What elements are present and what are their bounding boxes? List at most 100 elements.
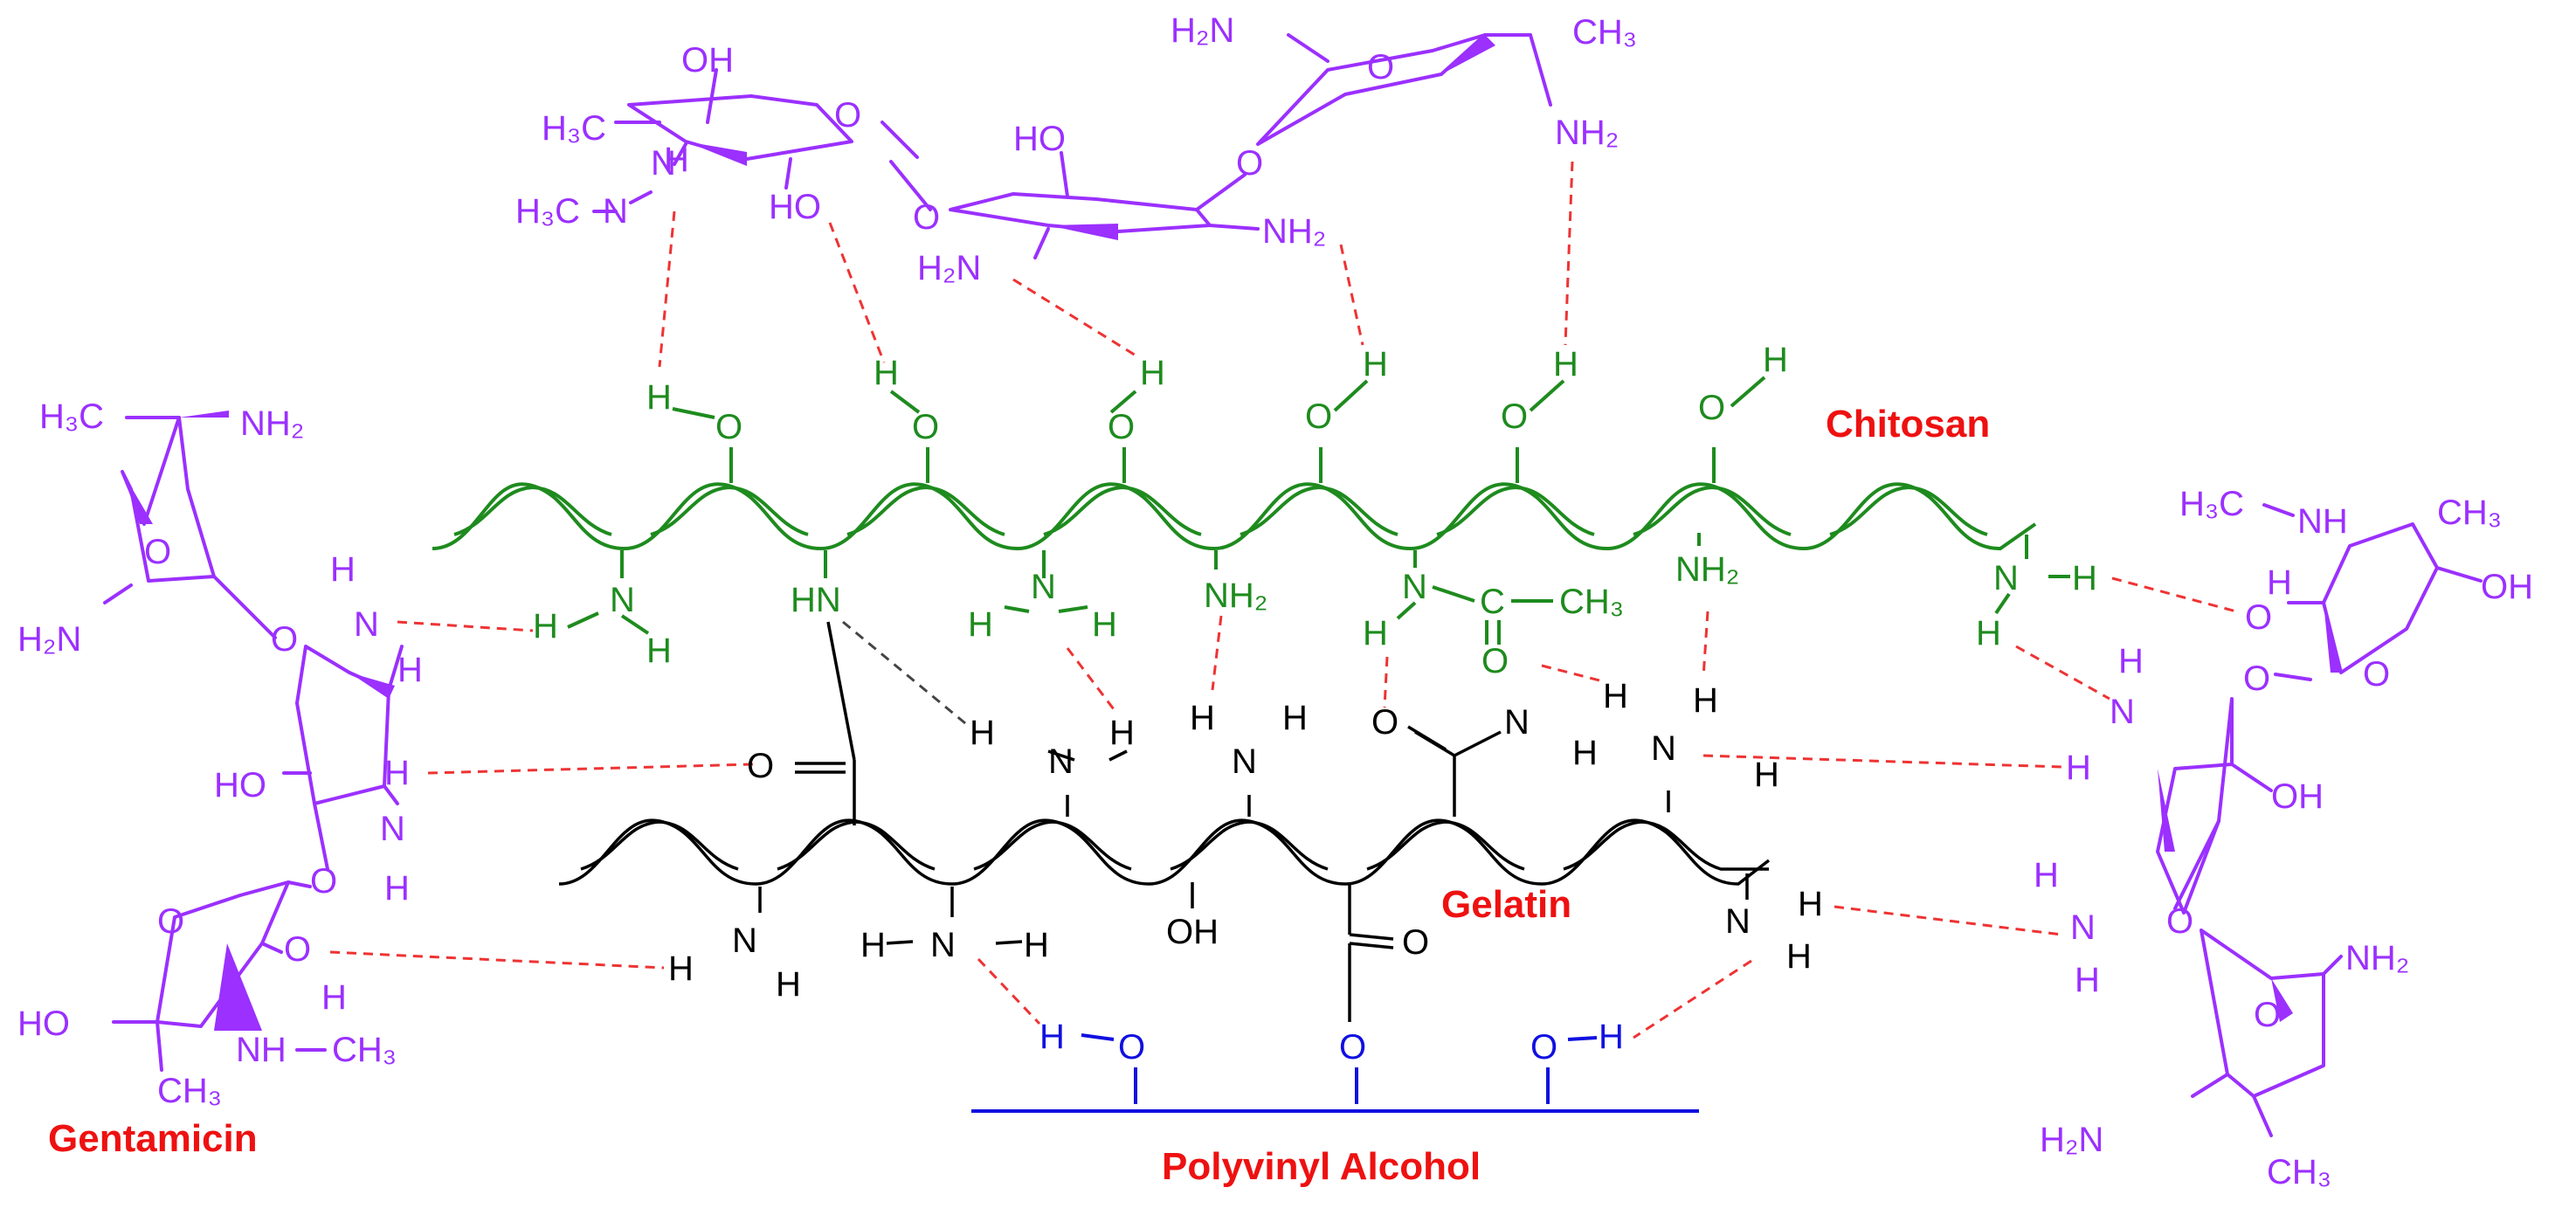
hbond-line <box>658 211 676 368</box>
hbond-line <box>1339 244 1364 346</box>
gentamicin-atom: H <box>321 978 347 1017</box>
gelatin-atom: H <box>1109 714 1135 752</box>
pva-atom: O <box>1339 1028 1366 1067</box>
gentamicin-atom: H <box>2066 749 2091 787</box>
chitosan-atom: H <box>2072 559 2097 597</box>
gentamicin-atom: CH₃ <box>2437 494 2502 532</box>
gelatin-bond <box>886 940 914 945</box>
hbond-line <box>397 620 534 632</box>
ring-bond <box>2191 1073 2229 1098</box>
gentamicin-atom: H <box>2034 856 2059 894</box>
chitosan-atom: O <box>1698 389 1725 427</box>
gelatin-title: Gelatin <box>1441 883 1571 926</box>
gelatin-atom: OH <box>1166 913 1219 951</box>
hbond-line <box>842 620 966 725</box>
ring-bond <box>103 583 133 604</box>
ring-bond <box>387 645 404 692</box>
chitosan-bond <box>567 611 599 629</box>
ring-bond <box>1033 227 1050 259</box>
chitosan-atom: N <box>1402 568 1427 606</box>
chitosan-atom: H <box>1092 605 1117 644</box>
ring-bond <box>295 645 390 805</box>
gentamicin-atom: O <box>144 533 171 571</box>
gelatin-molecule: O H N H H N H O N H H H N H N H H H N H … <box>558 621 1823 1022</box>
gentamicin-left: H₃C NH₂ O H₂N O H N H HO H N H O O O H <box>17 397 423 1160</box>
ring-wedge <box>1048 224 1118 240</box>
ring-bond <box>2322 955 2343 976</box>
gentamicin-atom: O <box>271 620 298 659</box>
gelatin-bond <box>1349 933 1394 941</box>
chitosan-atom: H <box>1140 354 1165 392</box>
gentamicin-atom: N <box>2070 908 2096 947</box>
gelatin-atom: H <box>1024 926 1049 964</box>
chitosan-bond <box>1529 379 1565 412</box>
gentamicin-atom: HO <box>769 188 821 226</box>
ring-wedge <box>1441 35 1495 74</box>
gentamicin-atom: HO <box>1013 120 1066 158</box>
chitosan-bond <box>1432 585 1475 603</box>
ring-bond <box>2322 522 2439 674</box>
gentamicin-atom: H₂N <box>2040 1121 2103 1159</box>
gelatin-atom: N <box>732 922 757 960</box>
pva-bond <box>1081 1033 1115 1041</box>
gelatin-atom: H <box>1190 699 1215 737</box>
chitosan-atom: O <box>715 408 742 446</box>
hbond-line <box>1834 905 2062 936</box>
gentamicin-atom: OH <box>2271 777 2324 816</box>
hbond-line <box>1541 664 1604 683</box>
gentamicin-atom: O <box>1236 144 1263 183</box>
chitosan-bond <box>620 614 650 635</box>
gelatin-atom: N <box>1232 742 1257 781</box>
hydrogen-bonds <box>329 161 2237 1039</box>
gelatin-atom: H <box>860 926 886 964</box>
gentamicin-right: H₃C NH CH₃ OH H O O O H N H OH H N H O N… <box>2034 485 2533 1191</box>
chitosan-molecule: H O H O H O H O H O H O N H H HN N H H N… <box>432 341 2097 680</box>
gentamicin-bond <box>2262 503 2295 517</box>
ring-bond <box>383 784 399 805</box>
gentamicin-atom: HO <box>214 766 266 804</box>
ring-bond <box>2173 819 2220 910</box>
gentamicin-atom: N <box>354 605 379 644</box>
gelatin-atom: O <box>747 747 774 785</box>
chitosan-atom: O <box>1305 397 1332 436</box>
chitosan-atom: NH₂ <box>1204 576 1267 615</box>
gelatin-bond <box>1047 749 1075 762</box>
pva-atom: O <box>1530 1028 1557 1067</box>
gelatin-atom: O <box>1402 923 1429 962</box>
ring-bond <box>706 68 718 124</box>
ring-bond <box>260 942 283 954</box>
ring-wedge <box>349 673 395 699</box>
gentamicin-atom: NH₂ <box>1555 114 1619 152</box>
gentamicin-atom: CH₃ <box>332 1031 397 1069</box>
gentamicin-atom: O <box>1367 48 1394 86</box>
hbond-line <box>977 957 1041 1025</box>
gentamicin-atom: H₂N <box>17 620 81 659</box>
gentamicin-atom: O <box>2166 902 2193 941</box>
hbond-line <box>1066 647 1115 710</box>
chitosan-atom: N <box>1993 559 2019 597</box>
gelatin-atom: N <box>1651 729 1676 768</box>
ring-bond <box>2230 763 2273 792</box>
gelatin-helix-front <box>580 820 1769 871</box>
hbond-line <box>329 950 665 970</box>
chitosan-bond <box>1396 601 1417 620</box>
gentamicin-atom: N <box>651 144 676 183</box>
ring-bond <box>2274 673 2312 681</box>
gelatin-atom: H <box>1798 885 1823 923</box>
gelatin-bond <box>1349 942 1394 949</box>
gentamicin-atom: N <box>380 810 405 848</box>
gelatin-helix-back <box>558 818 1771 886</box>
gentamicin-atom: H <box>384 754 410 792</box>
gentamicin-atom: O <box>310 862 337 901</box>
gelatin-bond <box>995 940 1023 945</box>
chitosan-bond <box>889 390 921 414</box>
hbond-line <box>1564 161 1574 346</box>
gentamicin-atom: H₃C <box>2179 485 2244 523</box>
gentamicin-atom: CH₃ <box>157 1072 222 1110</box>
ring-bond <box>2156 697 2234 915</box>
ring-bond <box>784 157 792 190</box>
ring-bond <box>1195 173 1247 211</box>
chitosan-bond <box>672 407 715 419</box>
ring-bond <box>881 121 919 159</box>
